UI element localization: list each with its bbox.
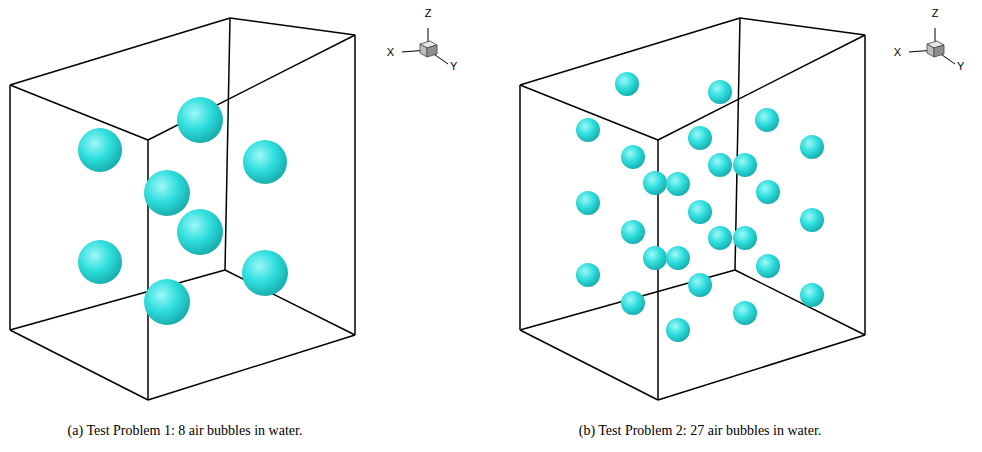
cube-edge: [10, 85, 148, 140]
air-bubble: [666, 318, 690, 342]
air-bubble: [708, 226, 732, 250]
domain-cube: [10, 18, 865, 400]
air-bubble: [78, 240, 122, 284]
cube-edge: [10, 330, 148, 400]
cube-edge: [10, 270, 225, 330]
cube-edge: [740, 18, 865, 35]
air-bubble: [666, 172, 690, 196]
air-bubble: [756, 254, 780, 278]
air-bubble: [621, 291, 645, 315]
caption: (b) Test Problem 2: 27 air bubbles in wa…: [579, 424, 822, 438]
cube-edge: [864, 35, 866, 335]
air-bubble: [576, 263, 600, 287]
cube-edge: [735, 270, 865, 335]
axis-label: X: [894, 47, 901, 58]
air-bubble: [688, 126, 712, 150]
air-bubble: [733, 301, 757, 325]
cube-edge: [9, 85, 11, 330]
axis-triad: [402, 28, 955, 64]
cube-icon: [420, 44, 427, 57]
cube-edge: [519, 85, 521, 330]
cube-edge: [354, 35, 356, 335]
cube-edge: [225, 18, 230, 270]
air-bubble: [576, 191, 600, 215]
air-bubble: [621, 145, 645, 169]
axis-label: Y: [450, 61, 457, 72]
air-bubble: [621, 220, 645, 244]
cube-edge: [148, 335, 355, 400]
air-bubble: [78, 128, 122, 172]
cube-edge: [147, 140, 149, 400]
cube-icon: [934, 45, 944, 57]
axis-label: X: [387, 47, 394, 58]
axis-label: Z: [932, 8, 939, 19]
air-bubble: [708, 153, 732, 177]
air-bubble: [144, 170, 190, 216]
cube-edge: [658, 35, 865, 140]
air-bubble: [708, 80, 732, 104]
axis-label: Z: [425, 8, 432, 19]
air-bubble: [800, 283, 824, 307]
cube-edge: [520, 270, 735, 330]
air-bubble: [800, 135, 824, 159]
air-bubble: [733, 153, 757, 177]
air-bubbles: [78, 72, 824, 342]
air-bubble: [800, 208, 824, 232]
air-bubble: [242, 250, 288, 296]
air-bubble: [643, 171, 667, 195]
air-bubble: [243, 140, 287, 184]
air-bubble: [755, 108, 779, 132]
caption: (a) Test Problem 1: 8 air bubbles in wat…: [68, 424, 303, 438]
cube-icon: [427, 45, 437, 57]
air-bubble: [144, 279, 190, 325]
cube-edge: [10, 18, 230, 85]
cube-edge: [520, 330, 658, 400]
axis-label: Y: [957, 61, 964, 72]
air-bubble: [177, 209, 223, 255]
air-bubble: [688, 273, 712, 297]
air-bubble: [615, 72, 639, 96]
air-bubble: [576, 118, 600, 142]
cube-edge: [230, 18, 355, 35]
air-bubble: [688, 200, 712, 224]
cube-icon: [927, 44, 934, 57]
air-bubble: [643, 246, 667, 270]
air-bubble: [733, 226, 757, 250]
cube-edge: [658, 335, 865, 400]
air-bubble: [756, 180, 780, 204]
air-bubble: [177, 97, 223, 143]
air-bubble: [666, 246, 690, 270]
